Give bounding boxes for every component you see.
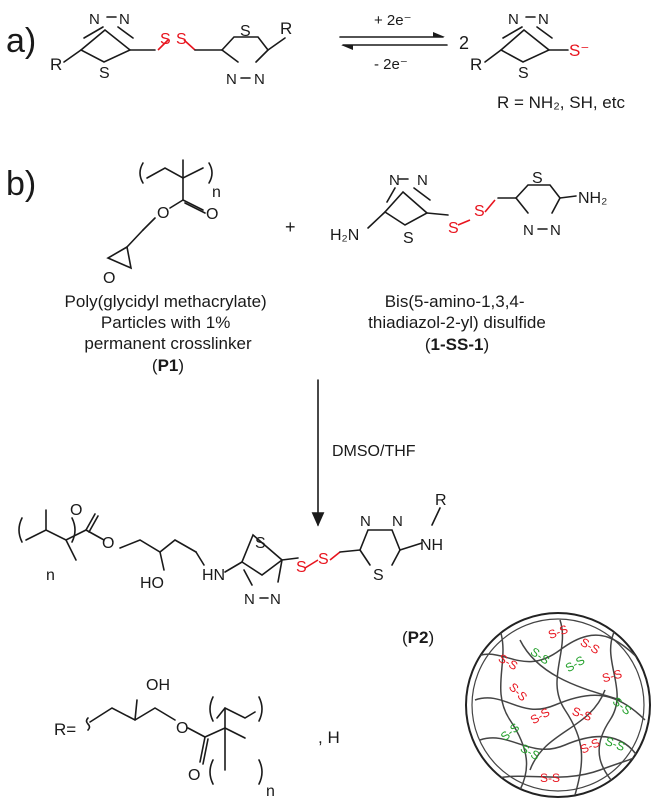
s-ring-right: S [240,23,251,40]
n-subscript-p1: n [212,184,221,201]
or-hydrogen: , H [318,728,340,747]
nh2-label: NH₂ [578,190,607,207]
r-product: R [470,55,482,74]
r-group-structure [85,696,263,785]
s-p2-bridge-2: S [318,551,329,568]
p2-ester-o: O [102,535,114,552]
n-ss1-3: N [523,222,534,239]
n-right-2: N [254,71,265,88]
ss-link-red-4: S-S [601,667,624,686]
s-ring-left: S [99,65,110,82]
r-carbonyl-o: O [188,767,200,784]
stoichiometry: 2 [459,33,469,53]
s-ring-p2-left: S [255,535,266,552]
n-ss1-1: N [389,172,400,189]
thiadiazole-thiolate [484,16,569,63]
ss-link-red-2: S-S [546,622,570,642]
p2-tag: (P2) [402,628,434,647]
n-ss1-2: N [417,172,428,189]
n-subscript-p2: n [46,567,55,584]
s-bridge-1: S [160,31,171,48]
r-equals: R= [54,720,76,739]
r-oh-label: OH [146,677,170,694]
r-definition: R = NH₂, SH, etc [497,93,625,112]
n-left-1: N [89,11,100,28]
ss-link-green-6: S-S [603,734,627,754]
r-ester-o: O [176,720,188,737]
s-ring-ss1-left: S [403,230,414,247]
thiolate: S⁻ [569,41,589,60]
reduction-label: + 2e⁻ [374,12,412,29]
n-left-2: N [119,11,130,28]
p1-caption-line-1: Poly(glycidyl methacrylate) [65,292,267,311]
n-p2-4: N [392,513,403,530]
ss-link-red-7: S-S [570,704,594,724]
r-left: R [50,55,62,74]
crosslinked-particle: S-S S-S S-S S-S S-S S-S S-S S-S S-S S-S … [465,612,651,798]
n-ss1-4: N [550,222,561,239]
s-p2-bridge-1: S [296,559,307,576]
p1-caption-line-3: permanent crosslinker [84,334,252,353]
thiadiazole-disulfide [63,16,286,79]
p1-caption-line-2: Particles with 1% [101,313,230,332]
p2-carbonyl-o: O [70,502,82,519]
solvent-label: DMSO/THF [332,443,416,460]
equilibrium-arrows [339,32,448,50]
carbonyl-o: O [206,206,218,223]
s-bridge-2: S [176,31,187,48]
p1-tag-text: P1 [158,356,179,375]
p1-tag: (P1) [152,356,184,375]
p1-caption: Poly(glycidyl methacrylate) Particles wi… [65,292,272,353]
epoxide-o: O [103,270,115,287]
panel-b-label: b) [6,165,36,203]
pgma-structure [106,159,213,270]
r-substituent: R [435,492,447,509]
n-right-1: N [226,71,237,88]
r-right: R [280,19,292,38]
ss1-tag: (1-SS-1) [425,335,489,354]
p2-structure [18,507,441,599]
s-ring-product: S [518,65,529,82]
ester-o: O [157,205,169,222]
plus-sign: + [285,217,296,237]
s-ring-p2-right: S [373,567,384,584]
s-ss1-bridge-2: S [474,203,485,220]
h2n-label: H₂N [330,227,359,244]
hn-label: HN [202,567,225,584]
n-product-1: N [508,11,519,28]
n-subscript-r: n [266,783,275,800]
ss-link-red-9: S-S [540,771,560,785]
s-ss1-bridge-1: S [448,220,459,237]
n-product-2: N [538,11,549,28]
p2-tag-text: P2 [408,628,429,647]
ss1-tag-text: 1-SS-1 [431,335,484,354]
n-p2-1: N [244,591,255,608]
n-p2-2: N [270,591,281,608]
panel-a-label: a) [6,22,36,60]
n-p2-3: N [360,513,371,530]
ss1-caption: Bis(5-amino-1,3,4- thiadiazol-2-yl) disu… [368,292,546,332]
diamino-disulfide-structure [367,178,577,230]
ho-label: HO [140,575,164,592]
oxidation-label: - 2e⁻ [374,56,408,73]
s-ring-ss1-right: S [532,170,543,187]
nh-label: NH [420,537,443,554]
ss1-caption-line-2: thiadiazol-2-yl) disulfide [368,313,546,332]
ss1-caption-line-1: Bis(5-amino-1,3,4- [385,292,525,311]
